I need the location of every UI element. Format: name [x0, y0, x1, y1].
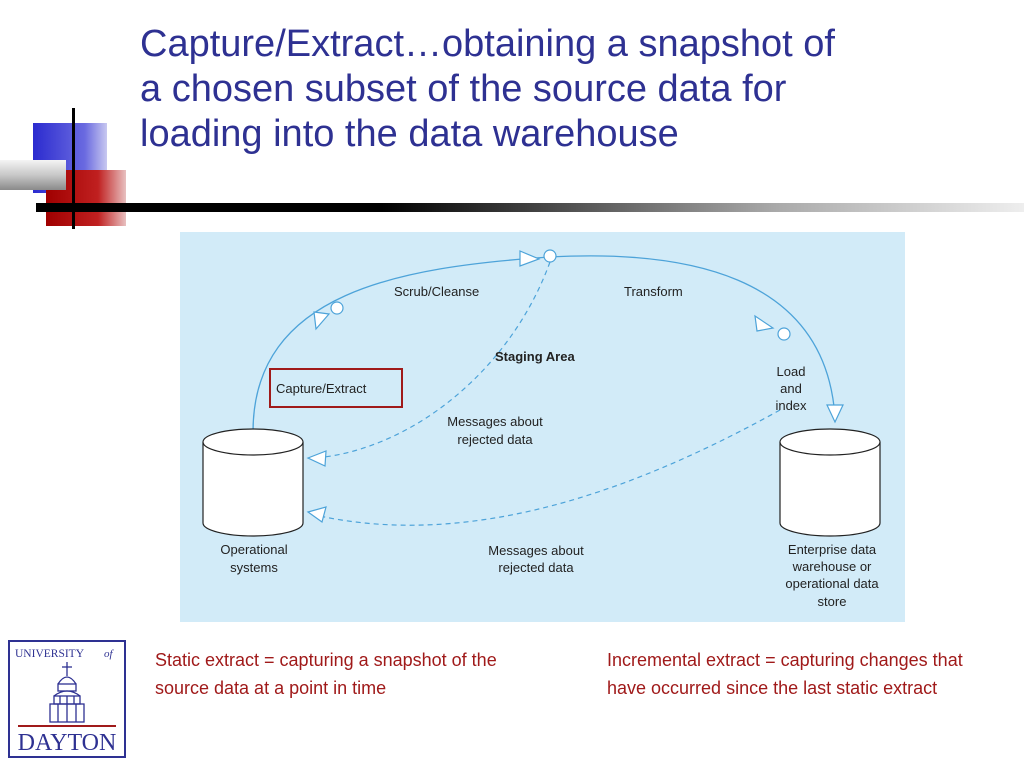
label-scrub-cleanse: Scrub/Cleanse	[394, 284, 479, 299]
arrowhead-feedback-upper	[306, 450, 327, 467]
warehouse-cylinder	[779, 428, 881, 537]
arrowhead-load	[826, 404, 844, 424]
dashed-feedback-upper	[314, 261, 551, 459]
logo-top-text: UNIVERSITY	[15, 648, 85, 660]
label-messages-upper-2: rejected data	[457, 432, 533, 447]
label-load: Load	[777, 364, 806, 379]
label-operational-2: systems	[230, 560, 278, 575]
node-circle-3	[777, 327, 791, 341]
label-messages-upper-1: Messages about	[447, 414, 543, 429]
university-of-dayton-logo: UNIVERSITY of DAYTON	[8, 640, 126, 758]
node-circle-1	[330, 301, 344, 315]
label-operational-1: Operational	[220, 542, 287, 557]
diagram-background	[180, 232, 905, 622]
slide-title: Capture/Extract…obtaining a snapshot of …	[140, 23, 835, 155]
deco-grey-bar	[0, 160, 66, 190]
arrowhead-scrub	[313, 311, 331, 331]
operational-systems-cylinder	[202, 428, 304, 537]
title-rule	[36, 203, 1024, 212]
label-warehouse-4: store	[818, 594, 847, 609]
deco-vertical-line	[72, 108, 75, 229]
node-circle-2	[543, 249, 557, 263]
logo-of-text: of	[104, 648, 115, 660]
label-and: and	[780, 381, 802, 396]
incremental-extract-note: Incremental extract = capturing changes …	[607, 650, 963, 698]
chapel-illustration	[49, 662, 85, 723]
label-staging-area: Staging Area	[495, 349, 575, 364]
label-transform: Transform	[624, 284, 683, 299]
static-extract-note: Static extract = capturing a snapshot of…	[155, 650, 497, 698]
logo-bottom-text: DAYTON	[18, 730, 117, 756]
label-index: index	[775, 398, 807, 413]
label-warehouse-3: operational data	[785, 576, 879, 591]
arrowhead-feedback-lower	[306, 506, 327, 523]
arrowhead-transform	[754, 314, 775, 332]
dashed-feedback-lower	[314, 409, 781, 526]
label-messages-lower-2: rejected data	[498, 560, 574, 575]
capture-extract-diagram: Scrub/Cleanse Transform Staging Area Cap…	[180, 232, 905, 622]
capture-extract-highlight	[269, 368, 403, 408]
label-warehouse-2: warehouse or	[792, 559, 872, 574]
label-messages-lower-1: Messages about	[488, 543, 584, 558]
arrowhead-top	[519, 250, 541, 267]
label-warehouse-1: Enterprise data	[788, 542, 877, 557]
label-capture-extract: Capture/Extract	[276, 381, 367, 396]
